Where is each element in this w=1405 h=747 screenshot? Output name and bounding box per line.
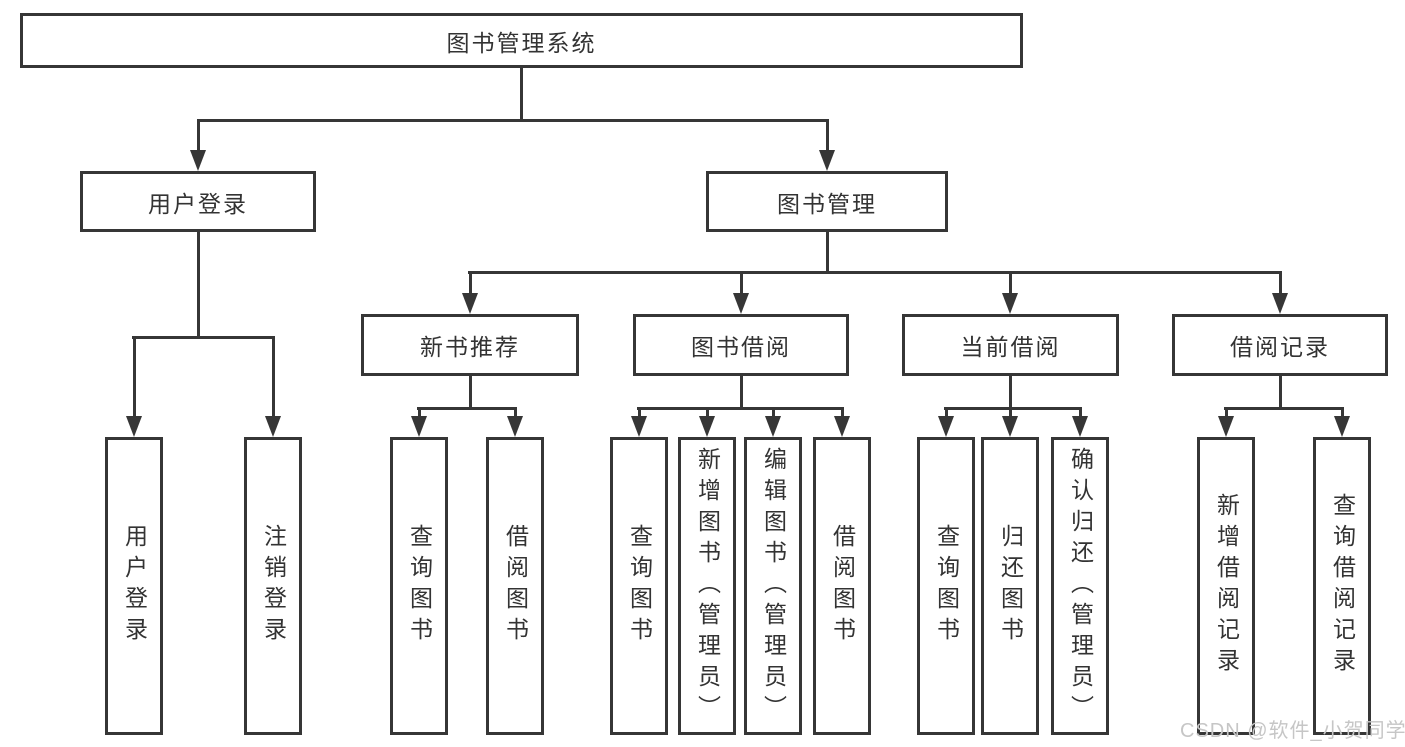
connector-vline	[1279, 376, 1282, 409]
leaf-logout-login: 注销登录	[244, 437, 302, 735]
node-library-management-system-label: 图书管理系统	[446, 29, 597, 56]
leaf-return-books: 归还图书	[981, 437, 1039, 735]
connector-vline	[514, 407, 517, 419]
arrowhead-down-icon	[411, 416, 427, 437]
arrowhead-down-icon	[462, 293, 478, 314]
connector-vline	[945, 407, 948, 419]
leaf-logout-login-label: 注销登录	[260, 524, 287, 648]
connector-vline	[638, 407, 641, 419]
connector-hline	[197, 119, 829, 122]
connector-vline	[1341, 407, 1344, 419]
leaf-search-books-borrowing-label: 查询图书	[626, 524, 653, 648]
node-current-borrowing: 当前借阅	[902, 314, 1119, 376]
arrowhead-down-icon	[190, 150, 206, 171]
node-library-management-system: 图书管理系统	[20, 13, 1023, 68]
arrowhead-down-icon	[938, 416, 954, 437]
connector-hline	[1224, 407, 1344, 410]
leaf-confirm-return-admin: 确认归还（管理员）	[1051, 437, 1109, 735]
connector-hline	[132, 336, 275, 339]
connector-vline	[706, 407, 709, 419]
node-current-borrowing-label: 当前借阅	[960, 334, 1061, 360]
connector-hline	[637, 407, 844, 410]
leaf-add-borrow-record-label: 新增借阅记录	[1213, 493, 1240, 679]
node-new-book-recommendation: 新书推荐	[361, 314, 579, 376]
connector-hline	[468, 271, 1282, 274]
connector-vline	[1009, 271, 1012, 295]
arrowhead-down-icon	[699, 416, 715, 437]
leaf-search-borrow-record-label: 查询借阅记录	[1329, 493, 1356, 679]
leaf-borrow-books-recommend: 借阅图书	[486, 437, 544, 735]
arrowhead-down-icon	[1272, 293, 1288, 314]
connector-vline	[469, 376, 472, 409]
connector-vline	[197, 232, 200, 338]
connector-vline	[1009, 407, 1012, 419]
connector-vline	[826, 119, 829, 152]
leaf-borrow-books-recommend-label: 借阅图书	[502, 524, 529, 648]
connector-vline	[133, 336, 136, 416]
node-book-management-label: 图书管理	[777, 190, 877, 217]
leaf-borrow-books-borrowing: 借阅图书	[813, 437, 871, 735]
leaf-edit-books-admin: 编辑图书（管理员）	[744, 437, 802, 735]
node-book-borrowing-label: 图书借阅	[691, 334, 791, 360]
connector-vline	[272, 336, 275, 416]
connector-vline	[1225, 407, 1228, 419]
leaf-search-books-current-label: 查询图书	[933, 524, 960, 648]
connector-vline	[418, 407, 421, 419]
leaf-add-books-admin: 新增图书（管理员）	[678, 437, 736, 735]
leaf-borrow-books-borrowing-label: 借阅图书	[829, 524, 856, 648]
arrowhead-down-icon	[507, 416, 523, 437]
connector-vline	[197, 119, 200, 152]
arrowhead-down-icon	[1002, 416, 1018, 437]
node-user-login-label: 用户登录	[148, 190, 248, 217]
arrowhead-down-icon	[733, 293, 749, 314]
arrowhead-down-icon	[631, 416, 647, 437]
arrowhead-down-icon	[819, 150, 835, 171]
leaf-edit-books-admin-label: 编辑图书（管理员）	[760, 446, 787, 726]
connector-vline	[740, 271, 743, 295]
leaf-user-login-label: 用户登录	[121, 524, 148, 648]
node-user-login: 用户登录	[80, 171, 316, 232]
arrowhead-down-icon	[126, 416, 142, 437]
connector-vline	[772, 407, 775, 419]
connector-vline	[1079, 407, 1082, 419]
node-borrowing-records: 借阅记录	[1172, 314, 1388, 376]
leaf-add-borrow-record: 新增借阅记录	[1197, 437, 1255, 735]
node-new-book-recommendation-label: 新书推荐	[420, 334, 520, 360]
connector-hline	[944, 407, 1082, 410]
node-book-borrowing: 图书借阅	[633, 314, 849, 376]
connector-vline	[826, 232, 829, 273]
leaf-user-login: 用户登录	[105, 437, 163, 735]
leaf-search-borrow-record: 查询借阅记录	[1313, 437, 1371, 735]
arrowhead-down-icon	[1218, 416, 1234, 437]
leaf-search-books-current: 查询图书	[917, 437, 975, 735]
arrowhead-down-icon	[834, 416, 850, 437]
arrowhead-down-icon	[265, 416, 281, 437]
leaf-confirm-return-admin-label: 确认归还（管理员）	[1067, 446, 1094, 726]
connector-vline	[1279, 271, 1282, 295]
leaf-search-books-borrowing: 查询图书	[610, 437, 668, 735]
leaf-search-books-recommend-label: 查询图书	[406, 524, 433, 648]
node-borrowing-records-label: 借阅记录	[1230, 334, 1330, 360]
leaf-add-books-admin-label: 新增图书（管理员）	[694, 446, 721, 726]
arrowhead-down-icon	[1002, 293, 1018, 314]
connector-vline	[841, 407, 844, 419]
connector-vline	[740, 376, 743, 409]
csdn-watermark: CSDN @软件_小贺同学	[1180, 720, 1405, 742]
connector-vline	[469, 271, 472, 295]
leaf-search-books-recommend: 查询图书	[390, 437, 448, 735]
arrowhead-down-icon	[1072, 416, 1088, 437]
connector-vline	[1009, 376, 1012, 409]
connector-hline	[417, 407, 517, 410]
connector-vline	[520, 68, 523, 121]
arrowhead-down-icon	[1334, 416, 1350, 437]
arrowhead-down-icon	[765, 416, 781, 437]
node-book-management: 图书管理	[706, 171, 948, 232]
leaf-return-books-label: 归还图书	[997, 524, 1024, 648]
